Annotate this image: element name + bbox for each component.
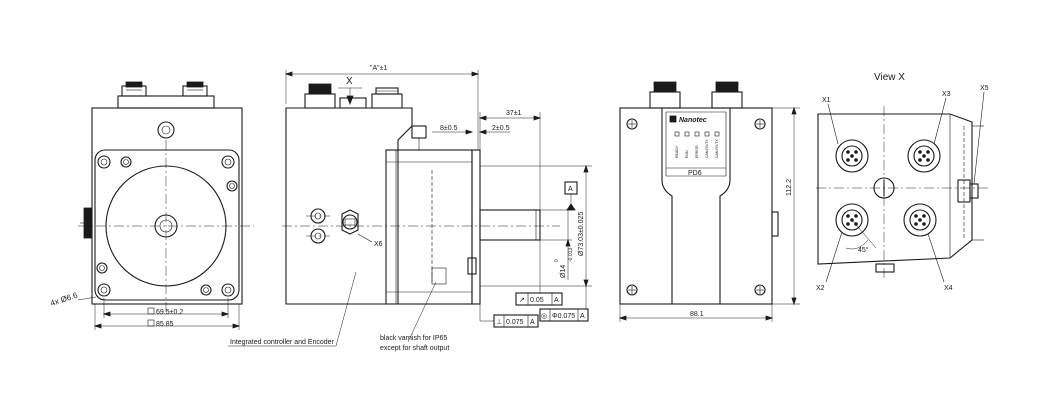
holes-dim-label: 4x Ø6.6: [49, 290, 79, 307]
conc-value: Φ0.075: [552, 313, 575, 320]
view-marker-x: X: [346, 76, 353, 87]
front-body: [91, 107, 243, 305]
dim-8-label: 8±0.5: [440, 125, 458, 132]
datum-a-label: A: [568, 186, 573, 193]
perp-symbol: ⊥: [496, 319, 502, 326]
top-connectors-front: [117, 81, 215, 109]
x3-connector: [907, 139, 941, 173]
pd6-label: PD6: [688, 170, 702, 177]
view-x-body: [817, 113, 973, 265]
angle-arc: [845, 239, 869, 250]
front-side-connector: [83, 207, 93, 239]
side-flange: [471, 149, 481, 305]
view-x-title: View X: [874, 72, 905, 83]
shaft-tol-upper: 0: [554, 259, 560, 262]
datum-a: A: [564, 181, 578, 211]
note-controller: Integrated controller and Encoder: [230, 339, 335, 346]
x5-label: X5: [980, 85, 989, 92]
led-label-5: CAN RX/TX: [715, 139, 719, 158]
motor-body: [385, 149, 473, 305]
bolt-pitch-label: 69.5±0.2: [156, 309, 183, 316]
shaft-length-label: 37±1: [506, 110, 522, 117]
runout-tolerance: ↗ 0.05 A: [515, 240, 563, 306]
side-view: "A"±1 X: [228, 65, 592, 352]
rear-body: [619, 107, 773, 305]
runout-datum: A: [554, 297, 559, 304]
dim-2-label: 2±0.5: [492, 125, 510, 132]
x3-label: X3: [942, 91, 951, 98]
side-top-connectors: [304, 83, 403, 109]
perpendicular-tolerance: ⊥ 0.075 A: [479, 304, 539, 328]
x6-connector: [341, 209, 359, 235]
runout-symbol: ↗: [519, 297, 525, 304]
x2-connector: [835, 203, 869, 237]
rear-top-connectors: [649, 81, 743, 109]
front-flange-view: 4x Ø6.6 69.5±0.2 85.85: [49, 81, 254, 330]
side-shaft: [479, 209, 541, 241]
flange-dim-label: 85.85: [156, 321, 174, 328]
note-varnish-1: black varnish for IP65: [380, 335, 447, 342]
conc-datum: A: [580, 313, 585, 320]
led-label-3: ERROR: [695, 145, 699, 158]
front-small-connector: [157, 121, 175, 139]
shaft-dia-label: Ø14: [560, 265, 567, 278]
length-a-label: "A"±1: [370, 65, 387, 72]
x2-label: X2: [816, 285, 825, 292]
angle-label: 45°: [858, 246, 869, 254]
conc-symbol: ◎: [541, 313, 547, 320]
mounting-holes: [96, 155, 238, 297]
front-flange: [94, 149, 240, 301]
width-label: 88.1: [690, 311, 704, 318]
shaft-tol-lower: -0.013: [568, 248, 574, 262]
x4-connector: [903, 203, 937, 237]
rear-view: Nanotec READY RUN ERROR CAN RX/TX CAN RX…: [618, 81, 800, 322]
x1-label: X1: [822, 97, 831, 104]
x1-connector: [835, 139, 869, 173]
x4-label: X4: [944, 285, 953, 292]
note-varnish-2: except for shaft output: [380, 345, 449, 352]
perp-value: 0.075: [506, 319, 524, 326]
view-x: View X X5 X1: [816, 72, 990, 292]
led-label-1: READY: [675, 145, 679, 158]
brand-label: Nanotec: [679, 117, 707, 124]
height-label: 112.2: [786, 179, 793, 196]
view-x-center-knob: [873, 177, 895, 199]
x6-label: X6: [374, 241, 383, 248]
perp-datum: A: [530, 319, 535, 326]
concentric-tolerance: ◎ Φ0.075 A: [539, 286, 589, 322]
runout-value: 0.05: [530, 297, 544, 304]
led-indicators: READY RUN ERROR CAN RX/TX CAN RX/TX: [674, 131, 720, 158]
led-label-4: CAN RX/TX: [705, 139, 709, 158]
side-small-connector: [411, 125, 427, 139]
led-label-2: RUN: [685, 150, 689, 158]
controller-housing: [285, 107, 413, 305]
rear-label-panel: [661, 108, 731, 304]
pilot-dia-label: Ø73.03±0.025: [578, 212, 585, 256]
